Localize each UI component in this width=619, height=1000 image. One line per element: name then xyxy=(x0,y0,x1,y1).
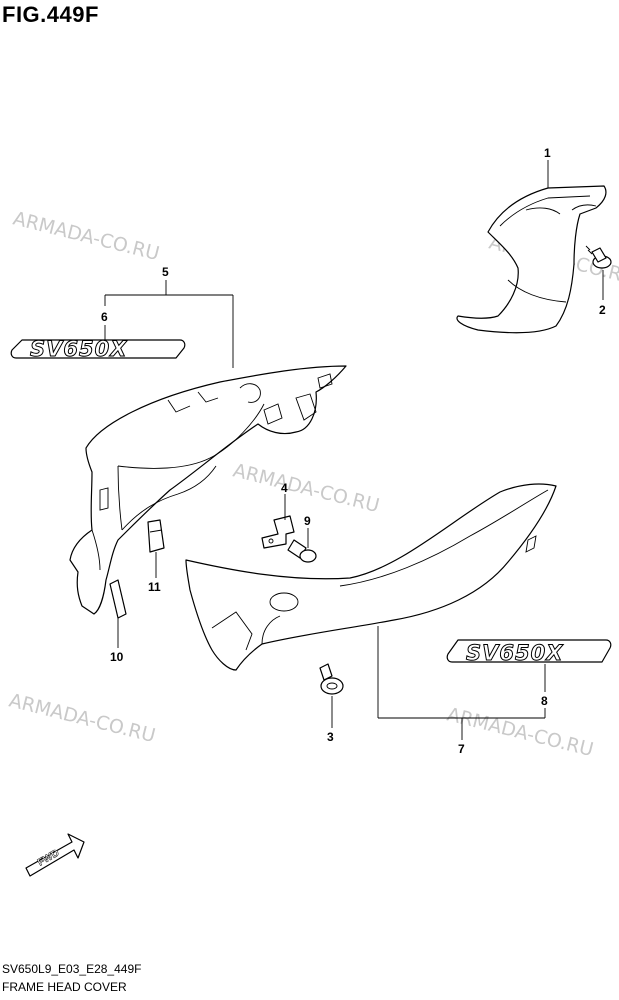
watermark: ARMADA-CO.RU xyxy=(7,690,158,748)
callout-7: 7 xyxy=(458,742,465,756)
callout-9: 9 xyxy=(304,514,311,528)
watermark: ARMADA-CO.RU xyxy=(445,704,596,762)
part-5-frame-head-cover-left xyxy=(69,365,347,615)
model-code: SV650L9_E03_E28_449F xyxy=(2,962,142,976)
fwd-arrow-icon: FWD xyxy=(25,833,85,877)
callout-5: 5 xyxy=(162,265,169,279)
part-1-frame-cover-small xyxy=(456,185,607,334)
emblem-text: SV650X xyxy=(466,641,564,665)
part-6-emblem: SV650X xyxy=(10,337,186,362)
part-9-bolt xyxy=(287,539,317,563)
part-11-piece xyxy=(147,519,165,553)
callout-4: 4 xyxy=(281,481,288,495)
part-10-strip xyxy=(109,579,127,619)
section-name: FRAME HEAD COVER xyxy=(2,980,127,994)
part-8-emblem: SV650X xyxy=(446,639,612,666)
callout-10: 10 xyxy=(110,650,124,664)
callout-2: 2 xyxy=(599,303,606,317)
figure-title: FIG.449F xyxy=(2,2,99,27)
part-3-screw xyxy=(319,663,344,695)
part-7-frame-head-cover-right xyxy=(185,483,557,671)
part-4-bracket xyxy=(261,515,295,549)
emblem-text: SV650X xyxy=(30,337,128,361)
part-2-screw xyxy=(585,245,612,269)
callout-3: 3 xyxy=(327,730,334,744)
watermark: ARMADA-CO.RU xyxy=(231,460,382,518)
callout-8: 8 xyxy=(541,694,548,708)
callout-6: 6 xyxy=(101,310,108,324)
callout-1: 1 xyxy=(544,146,551,160)
watermark: ARMADA-CO.RU xyxy=(11,208,162,266)
callout-11: 11 xyxy=(148,580,161,594)
leader-lines xyxy=(104,160,604,740)
